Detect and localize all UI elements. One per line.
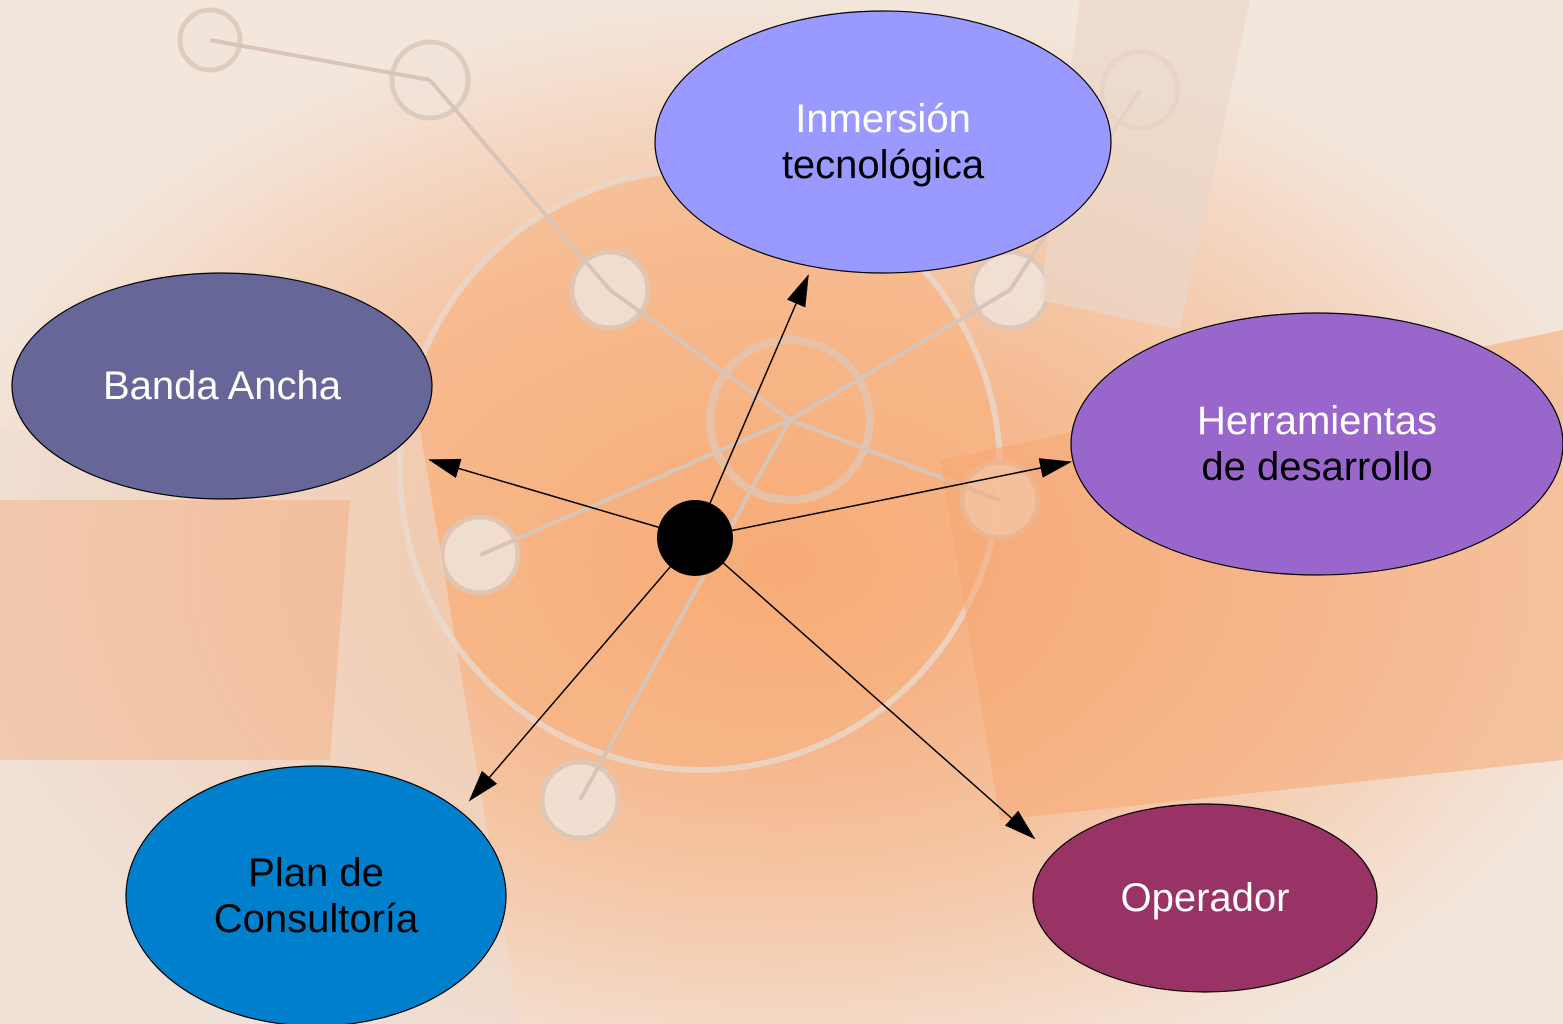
connector-to-banda: [428, 458, 696, 539]
node-inmersion-tecnologica[interactable]: [654, 10, 1112, 274]
node-plan-de-consultoria[interactable]: [125, 765, 507, 1024]
hub-node[interactable]: [657, 500, 733, 576]
node-banda-ancha[interactable]: [11, 272, 433, 500]
node-herramientas-de-desarrollo[interactable]: [1070, 312, 1563, 576]
connector-to-plan: [468, 537, 696, 802]
connector-to-inmersion: [694, 274, 809, 539]
connector-to-herramientas: [694, 458, 1072, 539]
node-operador[interactable]: [1032, 803, 1378, 993]
connector-to-operador: [694, 537, 1036, 840]
